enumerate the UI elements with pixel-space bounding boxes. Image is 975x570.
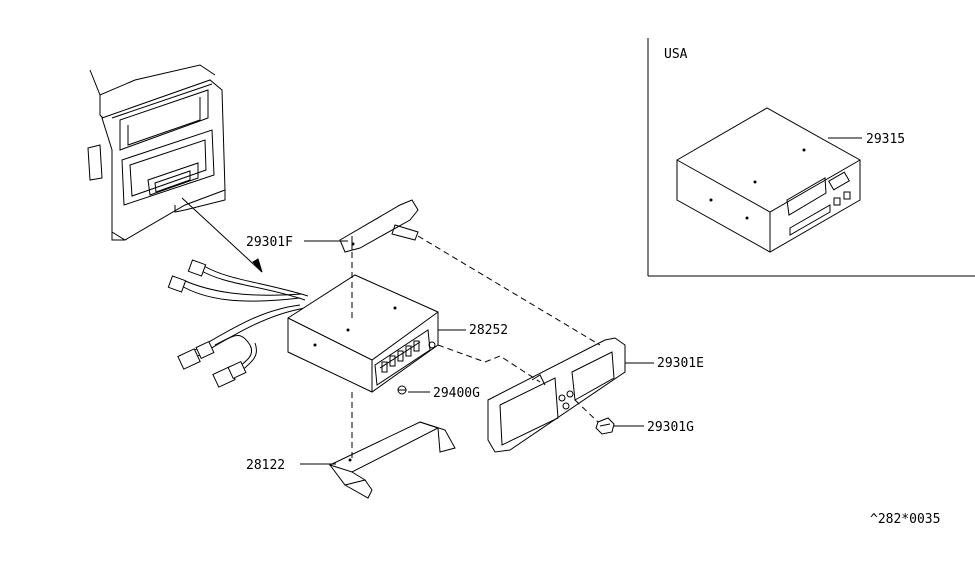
lower-bracket [328, 421, 456, 499]
callout-29301F: 29301F [246, 235, 293, 250]
assembly-lines [351, 235, 601, 462]
clip-part [595, 417, 615, 435]
callout-28252: 28252 [469, 323, 508, 338]
upper-bracket [339, 199, 419, 253]
dashboard-console [87, 64, 226, 241]
screw-part [397, 385, 407, 395]
callout-29400G: 29400G [433, 386, 480, 401]
usa-inset: USA 29315 [647, 38, 975, 277]
radio-unit [287, 274, 439, 393]
callout-29315: 29315 [866, 132, 905, 147]
diagram-code: ^282*0035 [870, 512, 940, 527]
install-arrow [181, 197, 263, 273]
callout-29301E: 29301E [657, 356, 704, 371]
callout-29301G: 29301G [647, 420, 694, 435]
inset-region-label: USA [664, 47, 688, 62]
face-plate [487, 337, 626, 453]
wiring-harness [167, 259, 309, 388]
callout-28122: 28122 [246, 458, 285, 473]
leader-lines [300, 240, 654, 465]
